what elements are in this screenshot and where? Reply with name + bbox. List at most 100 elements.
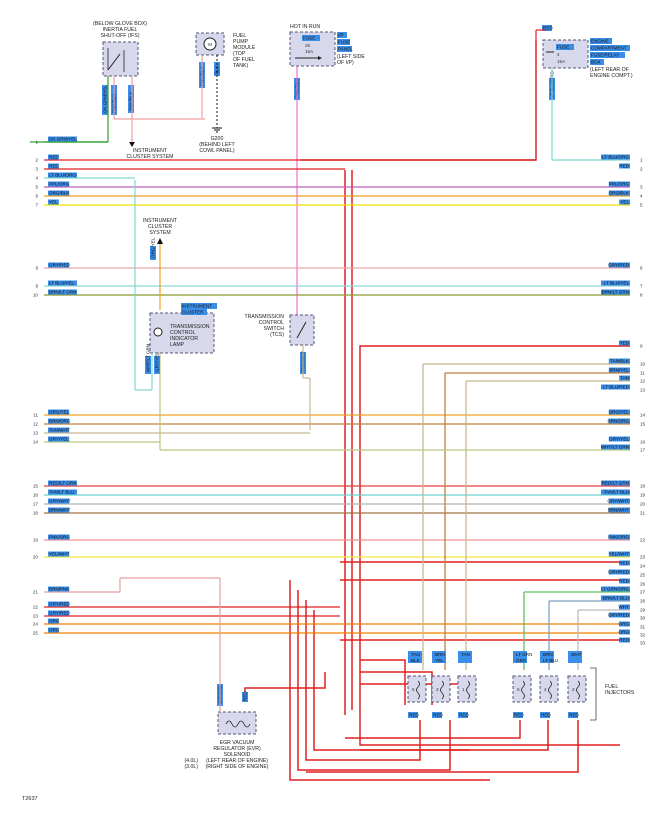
injector-wire-top-1: LT GRN — [516, 652, 532, 657]
left-pin-number: 20 — [33, 555, 39, 560]
left-wire-tag — [48, 480, 77, 486]
right-wire-tag — [608, 436, 630, 442]
left-wire-label: BRN/WHT — [49, 507, 71, 512]
left-wire-tag — [48, 498, 70, 504]
right-wire-label: BRN/LT BLU — [603, 595, 629, 600]
right-pin-number: 30 — [640, 616, 646, 621]
right-wire-tag — [619, 629, 630, 635]
right-wire-label: YEL — [620, 199, 629, 204]
left-wire-label: ORG/YEL — [49, 409, 70, 414]
injector-number: 4 — [544, 687, 547, 692]
right-pin-number: 14 — [640, 413, 646, 418]
left-pin-number: 25 — [33, 631, 39, 636]
right-pin-number: 17 — [640, 448, 646, 453]
right-pin-number: 18 — [640, 484, 646, 489]
transmission-control-switch: TRANSMISSION CONTROL SWITCH (TCS) PNK/WH… — [245, 314, 315, 430]
right-wire-tag — [619, 621, 630, 627]
right-wire-tag — [601, 444, 630, 450]
ifs-label-1: (BELOW GLOVE BOX) — [93, 21, 147, 27]
right-wire-tag — [601, 289, 630, 295]
injector-wire-bottom: RED — [459, 713, 469, 718]
left-pin-number: 24 — [33, 622, 39, 627]
ip-panel-3: PANEL — [338, 47, 353, 52]
left-wire-label: PNK/ORG — [49, 534, 71, 539]
tcil-label-3: INDICATOR — [170, 336, 198, 342]
left-wire-label: GRY/WHT — [49, 498, 71, 503]
right-wire-tag — [601, 489, 630, 495]
left-pin-number: 22 — [33, 605, 39, 610]
left-pin-number: 5 — [35, 185, 38, 190]
injector-wire-top-2: LT BLU — [543, 658, 558, 663]
tcil-label-2: CONTROL — [170, 330, 195, 336]
left-wire-label: GRY/RED — [49, 601, 71, 606]
tcil-tag-1: INSTRUMENT — [182, 304, 212, 309]
right-pin-number: 16 — [640, 440, 646, 445]
injector-wire-bottom: RED — [514, 713, 524, 718]
pump-label-5: OF FUEL — [233, 57, 255, 63]
right-wire-tag — [619, 637, 630, 643]
left-pin-number: 11 — [33, 413, 38, 418]
injector-wire-top-1: BRN — [543, 652, 553, 657]
right-pin-number: 1 — [640, 158, 643, 163]
right-pin-number: 26 — [640, 582, 646, 587]
ip-panel-5: OF I/P) — [337, 60, 354, 66]
left-pin-number: 15 — [33, 484, 39, 489]
left-wire-label: RED/LT GRN — [49, 480, 76, 485]
right-wire-label: GRY/WHT — [607, 498, 629, 503]
pump-label-2: PUMP — [233, 39, 249, 45]
right-wire-label: WHT/LT GRN — [601, 444, 629, 449]
left-wire-tag — [48, 262, 70, 268]
left-pin-number: 19 — [33, 538, 39, 543]
right-pin-number: 13 — [640, 388, 646, 393]
left-pin-number: 23 — [33, 614, 39, 619]
right-wire-tag — [619, 340, 630, 346]
svg-text:M: M — [208, 42, 212, 47]
pump-label-3: MODULE — [233, 45, 256, 51]
left-wire-label: BRN/ORG — [49, 418, 71, 423]
left-wire-label: GRY/YEL — [49, 436, 69, 441]
left-pin-number: 12 — [33, 422, 39, 427]
injector-wire-bottom: RED — [569, 713, 579, 718]
ifs-label-2: INERTIA FUEL — [103, 27, 138, 33]
tcil-wire-bottom: GRY/YEL — [155, 352, 160, 372]
right-pin-number: 12 — [640, 379, 646, 384]
tcil-label-1: TRANSMISSION — [170, 324, 210, 330]
left-wire-tag — [48, 489, 77, 495]
right-wire-label: RED — [619, 340, 629, 345]
right-wire-tag — [601, 595, 630, 601]
left-wire-tag — [48, 507, 70, 513]
evr-label-3: SOLENOID — [224, 752, 251, 758]
evr-label-5: (RIGHT SIDE OF ENGINE) — [205, 764, 268, 770]
right-pin-number: 2 — [640, 167, 643, 172]
right-wire-tag — [619, 604, 630, 610]
left-pin-number: 17 — [33, 502, 39, 507]
inertia-fuel-shutoff-switch: (BELOW GLOVE BOX) INERTIA FUEL SHUT-OFF … — [30, 21, 205, 160]
injector-number: 1 — [462, 687, 465, 692]
injectors-bracket — [590, 667, 597, 721]
right-pin-number: 29 — [640, 608, 646, 613]
left-wire-label: ORG — [49, 627, 60, 632]
ifs-wire-tag-3 — [128, 85, 134, 113]
left-pin-number: 10 — [33, 293, 39, 298]
cluster-label-1: INSTRUMENT — [133, 148, 168, 154]
left-wire-tag — [48, 618, 59, 624]
right-wire-tag — [601, 586, 630, 592]
injector-number: 5 — [412, 687, 415, 692]
right-wire-label: ORG/BLK — [609, 190, 630, 195]
right-wire-tag — [608, 358, 630, 364]
left-wire-label: BRN/LT GRN — [49, 289, 76, 294]
right-pin-number: 27 — [640, 590, 646, 595]
left-wire-tag — [48, 172, 77, 178]
tcil-cluster-2: CLUSTER — [148, 224, 172, 230]
figure-code: T2637 — [22, 796, 38, 802]
injector-wire-top-1: TAN — [411, 652, 420, 657]
right-pin-number: 3 — [640, 185, 643, 190]
injector-number: 2 — [572, 687, 575, 692]
right-pin-number: 10 — [640, 362, 646, 367]
right-pin-number: 33 — [640, 641, 646, 646]
right-wire-label: TAN/BLK — [610, 358, 630, 363]
left-pin-number: 2 — [35, 158, 38, 163]
